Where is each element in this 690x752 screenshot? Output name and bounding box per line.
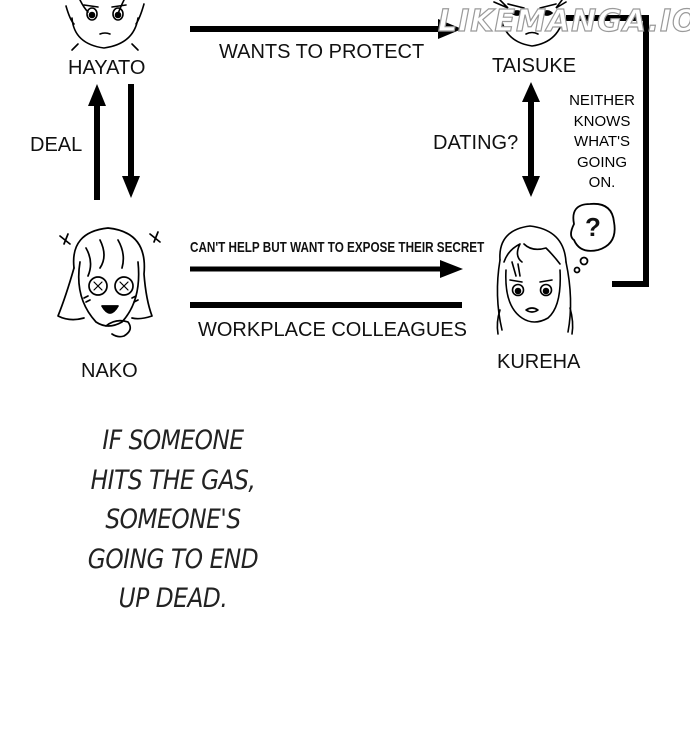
arrow-deal-up (88, 84, 106, 200)
bracket-neither-knows (566, 15, 649, 287)
arrow-wants-to-protect (190, 19, 462, 39)
label-dating: DATING? (433, 132, 519, 154)
narration-line: SOMEONE'S (105, 504, 241, 535)
watermark-text: LIKEMANGA.IO (437, 3, 690, 39)
label-expose-secret: CAN'T HELP BUT WANT TO EXPOSE THEIR SECR… (190, 239, 485, 256)
label-kureha: KUREHA (497, 351, 581, 373)
taisuke-portrait (493, 0, 567, 47)
question-mark: ? (585, 212, 601, 242)
thought-bubble (570, 202, 616, 274)
label-nako: NAKO (81, 360, 138, 382)
narration-box: IF SOMEONE HITS THE GAS, SOMEONE'S GOING… (76, 421, 270, 619)
narration-line: UP DEAD. (118, 583, 228, 614)
narration-line: IF SOMEONE (102, 425, 244, 456)
label-neither-knows: NEITHER KNOWS WHAT'S GOING ON. (569, 92, 635, 191)
nako-portrait (57, 227, 161, 338)
label-taisuke: TAISUKE (492, 55, 577, 77)
label-workplace-colleagues: WORKPLACE COLLEAGUES (198, 319, 467, 341)
arrow-dating (522, 82, 540, 197)
arrow-expose-secret (190, 260, 463, 278)
arrow-deal-down (122, 84, 140, 198)
hayato-portrait (65, 0, 145, 51)
kureha-portrait (496, 225, 574, 335)
label-wants-to-protect: WANTS TO PROTECT (219, 41, 425, 63)
label-deal: DEAL (30, 134, 83, 156)
label-hayato: HAYATO (68, 57, 146, 79)
narration-line: GOING TO END (87, 543, 259, 575)
narration-line: HITS THE GAS, (90, 464, 256, 496)
